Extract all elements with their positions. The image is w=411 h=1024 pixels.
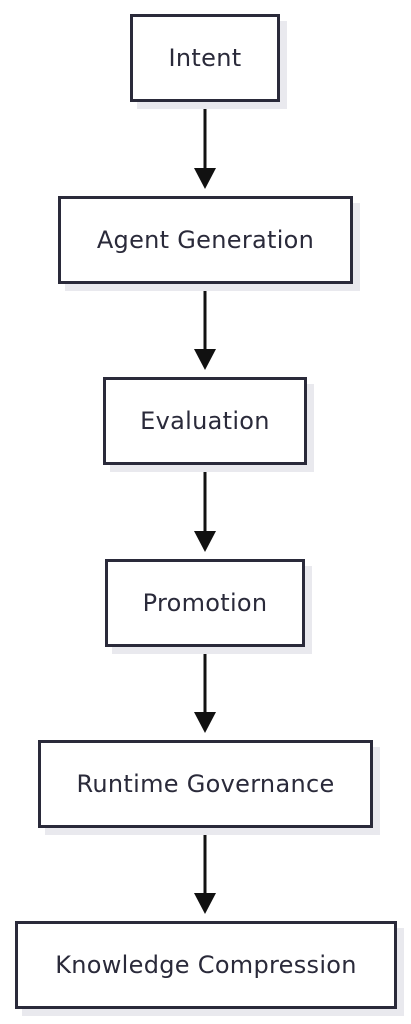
node-promotion: Promotion [105, 559, 305, 647]
arrowhead-icon [194, 712, 216, 733]
node-runtime-governance: Runtime Governance [38, 740, 373, 828]
arrowhead-icon [194, 531, 216, 552]
edge-agent-generation-to-evaluation [194, 284, 216, 370]
node-evaluation: Evaluation [103, 377, 307, 465]
arrowhead-icon [194, 168, 216, 189]
edge-evaluation-to-promotion [194, 465, 216, 552]
edge-intent-to-agent-generation [194, 102, 216, 189]
node-label: Agent Generation [96, 226, 315, 254]
edge-promotion-to-runtime-governance [194, 647, 216, 733]
node-label: Evaluation [140, 407, 270, 435]
node-intent: Intent [130, 14, 280, 102]
edge-runtime-governance-to-knowledge-compression [194, 828, 216, 914]
node-label: Knowledge Compression [55, 951, 357, 979]
node-knowledge-compression: Knowledge Compression [15, 921, 397, 1009]
node-label: Intent [168, 44, 242, 72]
arrowhead-icon [194, 893, 216, 914]
node-agent-generation: Agent Generation [58, 196, 353, 284]
arrowhead-icon [194, 349, 216, 370]
node-label: Runtime Governance [76, 770, 335, 798]
node-label: Promotion [142, 589, 268, 617]
